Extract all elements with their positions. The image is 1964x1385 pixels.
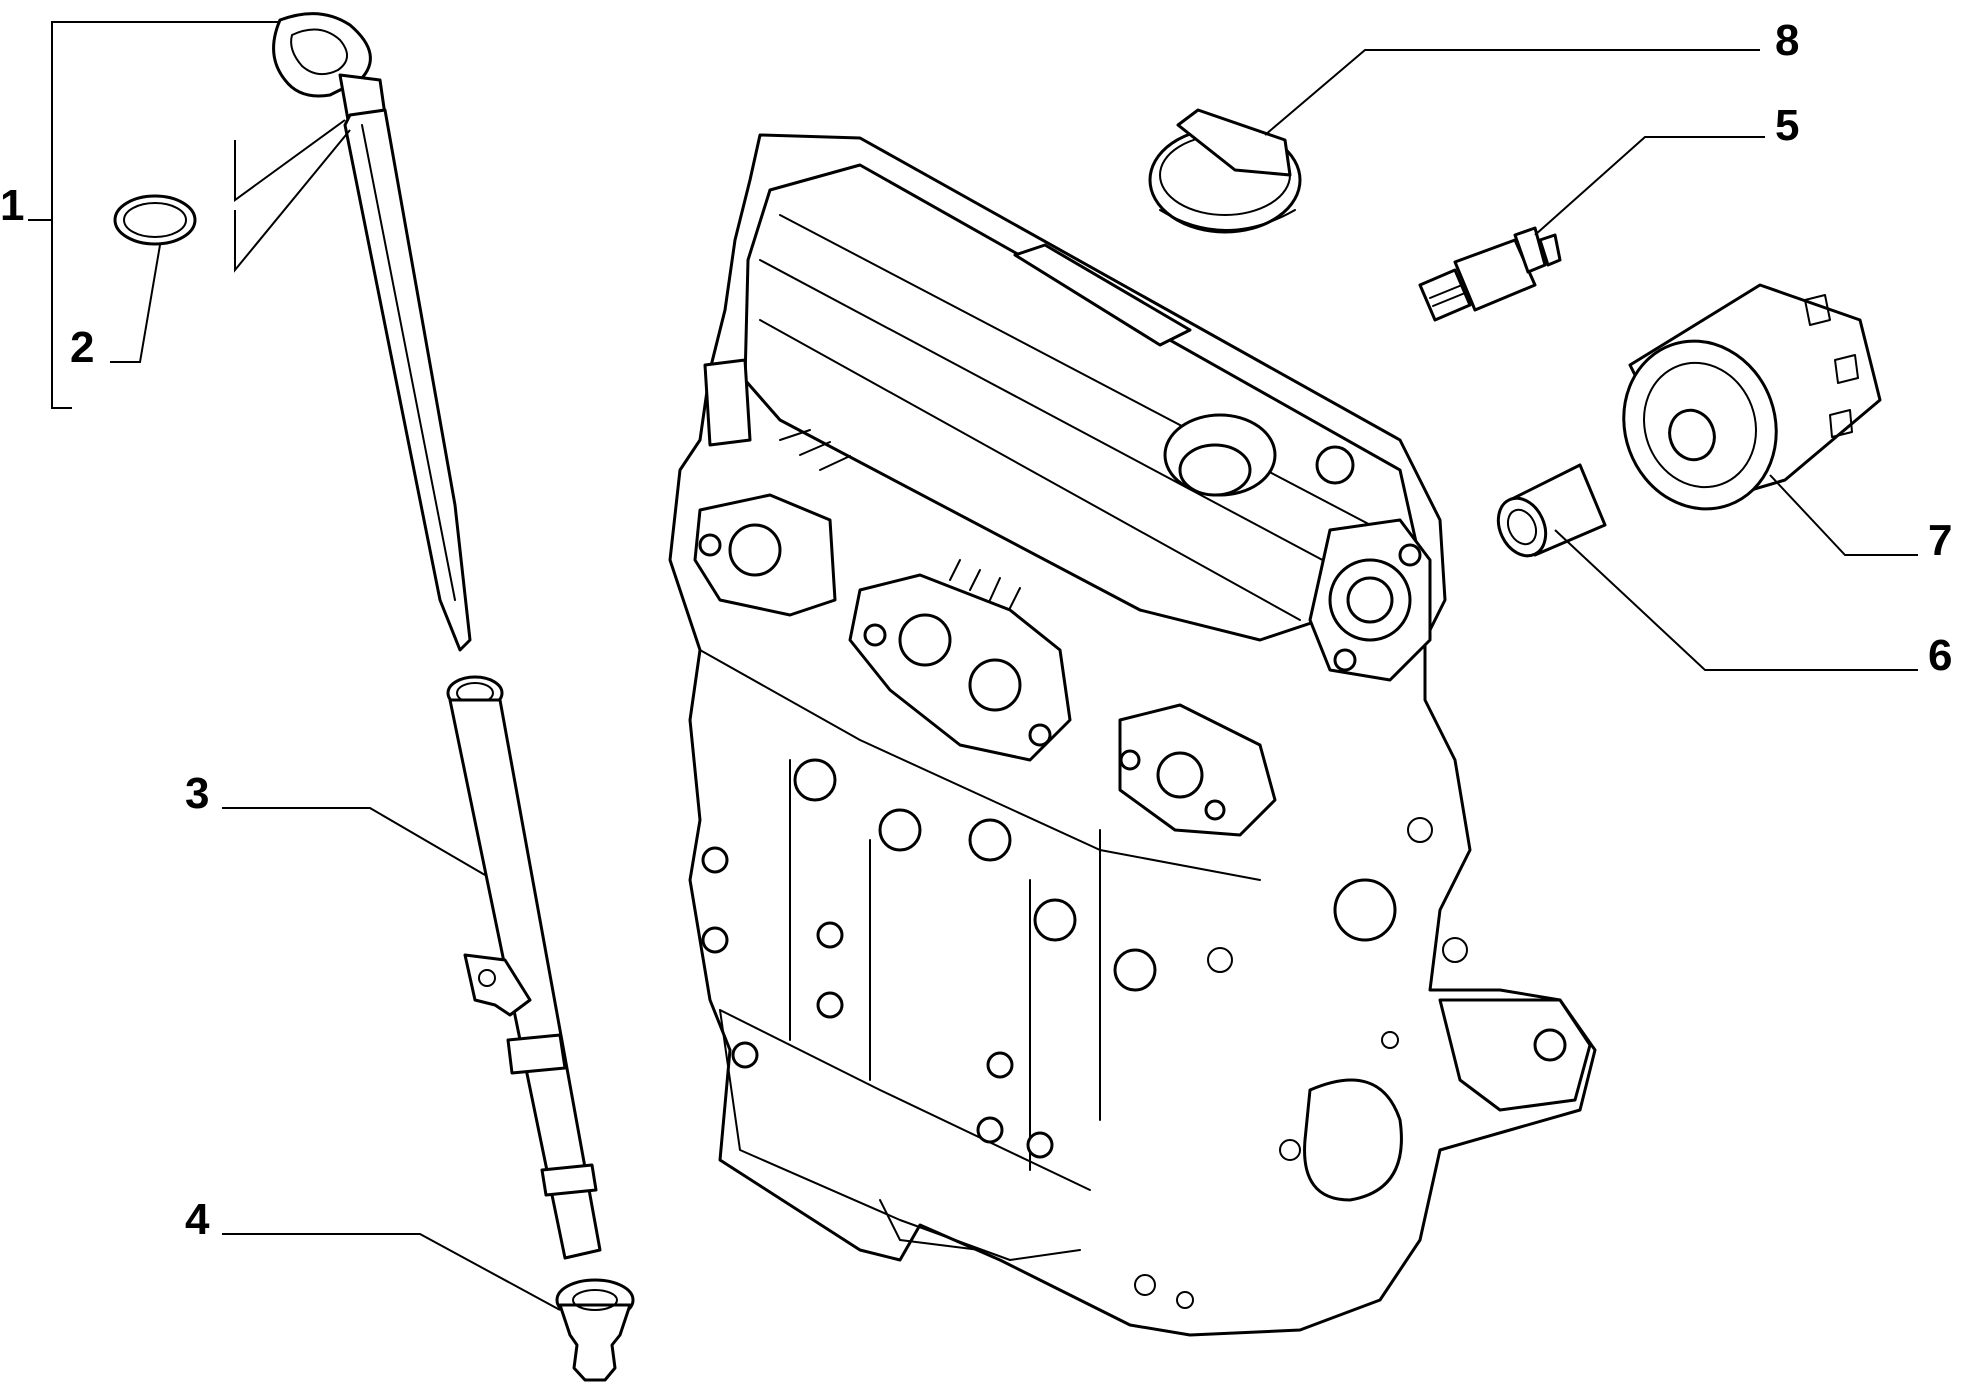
leader-lines [28, 21, 1918, 1311]
callout-4: 4 [185, 1195, 210, 1244]
callout-7: 7 [1928, 516, 1952, 565]
leader-5 [1534, 136, 1765, 236]
leader-8 [1264, 49, 1760, 136]
engine-block [668, 133, 1597, 1337]
callout-8: 8 [1775, 16, 1799, 65]
leader-6 [1554, 529, 1918, 671]
callout-1: 1 [0, 181, 24, 230]
oil-pressure-switch [1418, 226, 1562, 322]
callout-labels: 1 2 3 4 5 6 7 8 [0, 16, 1952, 1244]
leader-4 [222, 1233, 561, 1311]
oil-filler-cap [1148, 108, 1302, 234]
bracket-1 [51, 21, 280, 409]
leader-2 [110, 244, 161, 363]
tube-grommet [555, 1278, 635, 1382]
dipstick [272, 12, 472, 652]
callout-3: 3 [185, 769, 209, 818]
leader-7 [1769, 474, 1918, 556]
callout-2: 2 [70, 323, 94, 372]
leader-3 [222, 807, 486, 876]
callout-5: 5 [1775, 101, 1799, 150]
o-ring-seal [113, 194, 197, 246]
filter-nipple [1496, 463, 1607, 558]
callout-6: 6 [1928, 631, 1952, 680]
dipstick-tube [446, 675, 602, 1260]
oil-filter [1622, 283, 1882, 511]
